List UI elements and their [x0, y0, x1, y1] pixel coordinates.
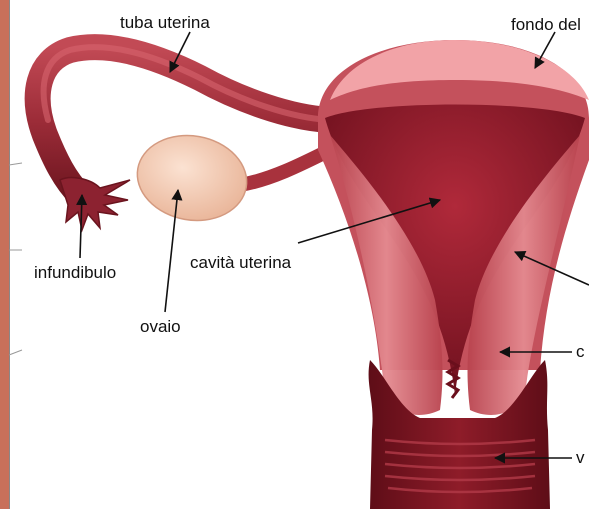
- left-panel-fragment: [0, 0, 22, 509]
- label-vagina: v: [576, 449, 585, 466]
- label-cervice: c: [576, 343, 585, 360]
- label-tuba-uterina: tuba uterina: [120, 14, 210, 31]
- label-infundibulo: infundibulo: [34, 264, 116, 281]
- label-fondo: fondo del: [511, 16, 581, 33]
- ovary-shape: [131, 127, 254, 229]
- infundibulum-fimbriae: [60, 178, 130, 230]
- label-ovaio: ovaio: [140, 318, 181, 335]
- label-cavita-uterina: cavità uterina: [190, 254, 291, 271]
